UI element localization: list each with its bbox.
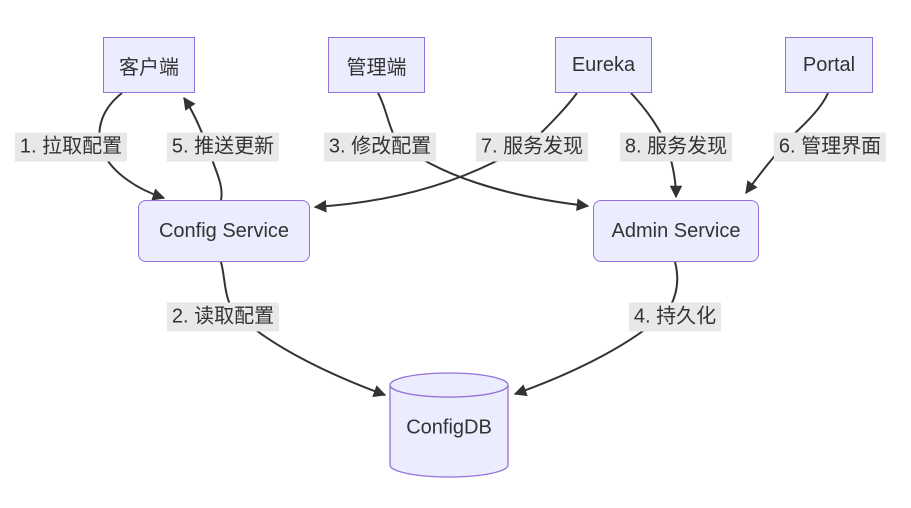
edge-label-pull-config: 1. 拉取配置 [14,132,128,162]
node-eureka: Eureka [555,37,652,93]
edge-label-service-discovery-config: 7. 服务发现 [475,132,589,162]
configdb-cylinder-top [389,372,509,398]
node-config-service: Config Service [138,200,310,262]
edge-label-read-config: 2. 读取配置 [166,302,280,332]
node-admin-service: Admin Service [593,200,759,262]
node-portal: Portal [785,37,873,93]
edge-label-modify-config: 3. 修改配置 [323,132,437,162]
node-client: 客户端 [103,37,195,93]
edge-label-persist: 4. 持久化 [628,302,722,332]
node-configdb-label: ConfigDB [406,416,492,439]
edge-label-service-discovery-admin: 8. 服务发现 [619,132,733,162]
edge-label-admin-ui: 6. 管理界面 [773,132,887,162]
node-management: 管理端 [328,37,425,93]
edge-label-push-update: 5. 推送更新 [166,132,280,162]
